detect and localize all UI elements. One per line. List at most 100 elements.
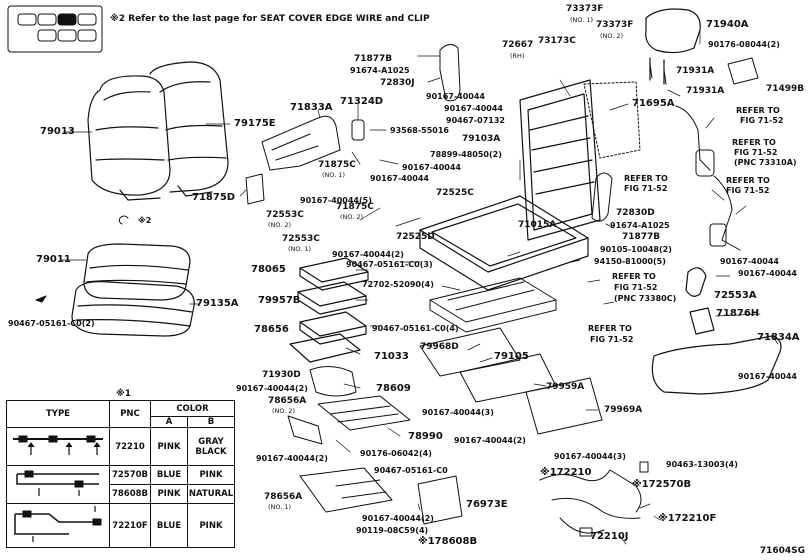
part-label-78656A-1[interactable]: 78656A [264,492,303,502]
part-label-79013[interactable]: 79013 [40,126,75,137]
part-label-71695A[interactable]: 71695A [632,98,675,109]
part-label-72553A[interactable]: 72553A [714,290,757,301]
refer-6-line1[interactable]: REFER TO [588,324,632,333]
part-label-90167-a[interactable]: 90167-40044 [402,163,461,172]
part-label-91674-left[interactable]: 91674-A1025 [350,66,410,75]
part-label-90167-i[interactable]: 90167-40044(2) [454,436,526,445]
refer-5-line1[interactable]: REFER TO [612,272,656,281]
part-label-90467-c[interactable]: 90467-05161-C0(4) [372,324,459,333]
part-label-79969A[interactable]: 79969A [604,405,643,415]
part-label-71930D[interactable]: 71930D [262,370,301,380]
part-label-90463[interactable]: 90463-13003(4) [666,460,738,469]
part-label-72525D[interactable]: 72525D [396,232,435,242]
diagram-note: ※2 Refer to the last page for SEAT COVER… [110,14,430,24]
part-label-90467-e[interactable]: 90467-07132 [446,116,505,125]
refer-2-line2[interactable]: FIG 71-52 [734,148,778,157]
part-label-73173C[interactable]: 73173C [538,36,576,46]
part-label-78990[interactable]: 78990 [408,431,443,442]
part-label-71875D[interactable]: 71875D [192,192,236,203]
part-label-90167-e[interactable]: 90167-40044(2) [236,384,308,393]
part-label-79959A[interactable]: 79959A [546,382,585,392]
part-label-71833A[interactable]: 71833A [290,102,333,113]
part-label-72525C[interactable]: 72525C [436,188,474,198]
part-label-90467-b[interactable]: 90467-05161-C0(3) [346,260,433,269]
part-label-90167-f[interactable]: 90167-40044(2) [256,454,328,463]
part-label-90467-a[interactable]: 90467-05161-C0(2) [8,319,95,328]
refer-4-line1[interactable]: REFER TO [726,176,770,185]
part-label-72830J[interactable]: 72830J [380,78,415,88]
part-label-71324D[interactable]: 71324D [340,96,384,107]
part-label-71875C-2[interactable]: 71875C [336,202,374,212]
part-label-72210F[interactable]: ※172210F [658,513,717,524]
refer-3-line1[interactable]: REFER TO [624,174,668,183]
part-label-90167-h[interactable]: 90167-40044(3) [422,408,494,417]
part-label-78609[interactable]: 78609 [376,383,411,394]
refer-5-line2[interactable]: FIG 71-52 [614,283,658,292]
part-label-78656A-1-note: (NO. 1) [268,503,292,511]
part-label-90167-o[interactable]: 90167-40044 [738,372,797,381]
part-label-71876H[interactable]: 71876H [716,308,760,319]
refer-1-line2[interactable]: FIG 71-52 [740,116,784,125]
part-label-73373F-2[interactable]: 73373F [596,20,634,30]
part-label-90167-g[interactable]: 90167-40044(2) [362,514,434,523]
refer-6-line2[interactable]: FIG 71-52 [590,335,634,344]
part-label-71033[interactable]: 71033 [374,351,409,362]
part-label-90105[interactable]: 90105-10048(2) [600,245,672,254]
part-label-94150[interactable]: 94150-81000(5) [594,257,666,266]
part-label-90176-a[interactable]: 90176-06042(4) [360,449,432,458]
part-label-90167-n[interactable]: 90167-40044 [738,269,797,278]
bottom-covers [299,467,463,525]
part-label-78065[interactable]: 78065 [251,264,286,275]
part-label-90467-d[interactable]: 90467-05161-C0 [374,466,448,475]
part-label-79011[interactable]: 79011 [36,254,71,265]
part-label-72553C-2[interactable]: 72553C [266,210,304,220]
part-label-90176-b[interactable]: 90176-08044(2) [708,40,780,49]
part-label-72553C-1[interactable]: 72553C [282,234,320,244]
part-label-79968D[interactable]: 79968D [420,342,459,352]
part-label-71015A[interactable]: 71015A [518,220,557,230]
part-label-90119[interactable]: 90119-08C59(4) [356,526,429,535]
legend-header-pnc: PNC [109,400,151,428]
refer-3-line2[interactable]: FIG 71-52 [624,184,668,193]
part-label-78656A-2[interactable]: 78656A [268,396,307,406]
part-label-90167-j[interactable]: 90167-40044(3) [554,452,626,461]
part-label-79105[interactable]: 79105 [494,351,529,362]
legend-row-1-b1: GRAY [198,436,224,447]
part-label-72830D[interactable]: 72830D [616,208,655,218]
part-label-90167-m[interactable]: 90167-40044 [720,257,779,266]
part-label-79175E[interactable]: 79175E [234,118,276,129]
part-label-71877B-left[interactable]: 71877B [354,54,393,64]
part-label-71931A-1[interactable]: 71931A [676,66,715,76]
part-label-90167-d[interactable]: 90167-40044(2) [332,250,404,259]
part-label-71931A-2[interactable]: 71931A [686,86,725,96]
part-label-90167-k[interactable]: 90167-40044 [426,92,485,101]
part-label-79103A[interactable]: 79103A [462,134,501,144]
part-label-78608B[interactable]: ※178608B [418,536,478,547]
part-label-71877B-right[interactable]: 71877B [622,232,661,242]
part-label-72210J[interactable]: 72210J [590,531,629,542]
part-label-79957B[interactable]: 79957B [258,295,301,306]
part-label-71499B[interactable]: 71499B [766,84,805,94]
part-label-72570B[interactable]: ※172570B [632,479,692,490]
part-label-71875C-1[interactable]: 71875C [318,160,356,170]
part-label-72702[interactable]: 72702-52090(4) [362,280,434,289]
part-label-90167-c[interactable]: 90167-40044(5) [300,196,372,205]
part-label-78899[interactable]: 78899-48050(2) [430,150,502,159]
part-label-90167-b[interactable]: 90167-40044 [370,174,429,183]
refer-4-line2[interactable]: FIG 71-52 [726,186,770,195]
part-label-79135A[interactable]: 79135A [196,298,239,309]
clip-icon [35,215,129,303]
part-label-90167-l[interactable]: 90167-40044 [444,104,503,113]
refer-1-line1[interactable]: REFER TO [736,106,780,115]
part-label-72667[interactable]: 72667 [502,40,534,50]
part-label-71834A[interactable]: 71834A [757,332,800,343]
legend-type-diagram [6,427,110,466]
part-label-73373F-1[interactable]: 73373F [566,4,604,14]
refer-2-line1[interactable]: REFER TO [732,138,776,147]
part-label-72210[interactable]: ※172210 [540,467,592,478]
part-label-93568[interactable]: 93568-55016 [390,126,449,135]
part-label-71940A[interactable]: 71940A [706,19,749,30]
part-label-76973E[interactable]: 76973E [466,499,508,510]
part-label-91674-right[interactable]: 91674-A1025 [610,221,670,230]
part-label-78656[interactable]: 78656 [254,324,289,335]
